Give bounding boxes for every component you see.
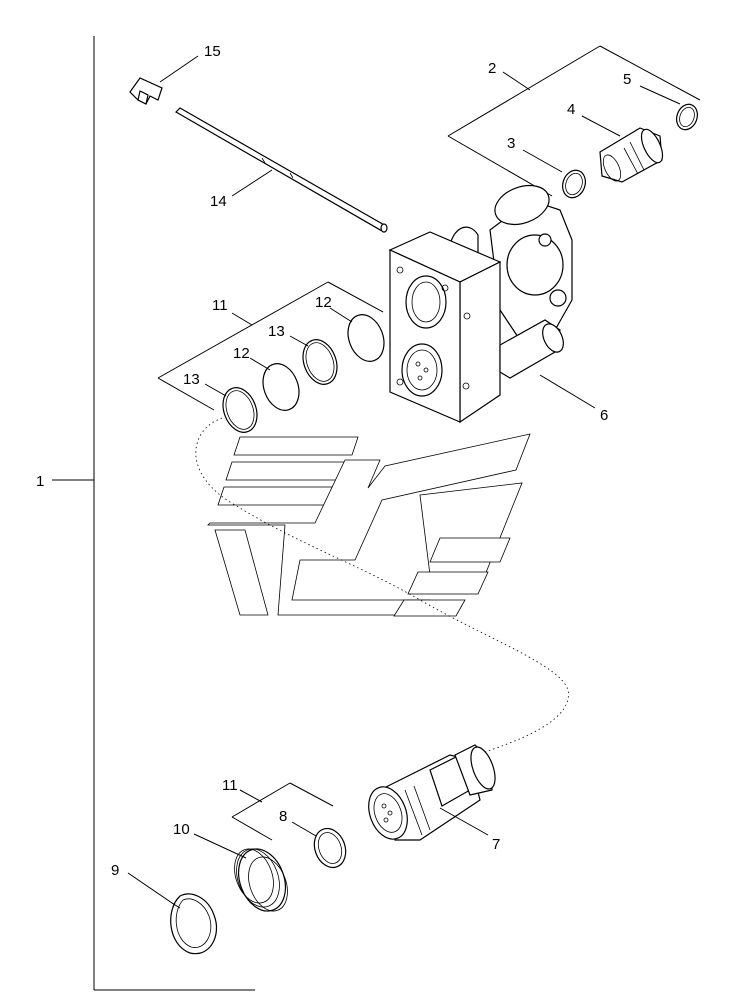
callout-12-upper: 12 [315, 294, 332, 311]
seal-ring-part-12-lower [262, 363, 300, 411]
group-bracket-11-lower [231, 782, 334, 841]
valve-body [388, 184, 573, 424]
spring-part-10 [234, 848, 288, 912]
callout-4: 4 [567, 101, 575, 118]
callout-11-upper: 11 [212, 297, 228, 314]
callout-8: 8 [279, 808, 287, 825]
callout-9: 9 [111, 862, 119, 879]
callout-12-lower: 12 [233, 345, 250, 362]
backup-ring-part-13-lower [222, 387, 258, 433]
o-ring-part-5 [676, 103, 698, 131]
callout-5: 5 [623, 71, 631, 88]
callout-6: 6 [600, 407, 608, 424]
callout-13-lower: 13 [183, 371, 200, 388]
spool-part-7 [368, 744, 496, 841]
callout-11-lower: 11 [222, 777, 238, 794]
callout-1: 1 [36, 473, 44, 490]
callout-13-upper: 13 [268, 323, 285, 340]
dotted-leader-path [195, 417, 569, 753]
clip-part-15 [129, 77, 163, 105]
callout-3: 3 [507, 135, 515, 152]
o-ring-part-3 [562, 169, 586, 199]
rod-part-14 [175, 107, 388, 233]
callout-10: 10 [173, 821, 190, 838]
assembly-bracket [52, 36, 255, 991]
callout-14: 14 [210, 193, 227, 210]
watermark-logo [207, 433, 531, 617]
backup-ring-part-13-upper [302, 339, 338, 385]
o-ring-part-8 [313, 827, 347, 869]
callout-2: 2 [488, 60, 496, 77]
seal-ring-part-12-upper [347, 314, 385, 362]
group-bracket-11-upper [157, 281, 384, 411]
callout-7: 7 [492, 836, 500, 853]
callout-15: 15 [204, 43, 221, 60]
snap-ring-part-9 [170, 893, 218, 955]
fitting-part-4 [599, 127, 664, 183]
